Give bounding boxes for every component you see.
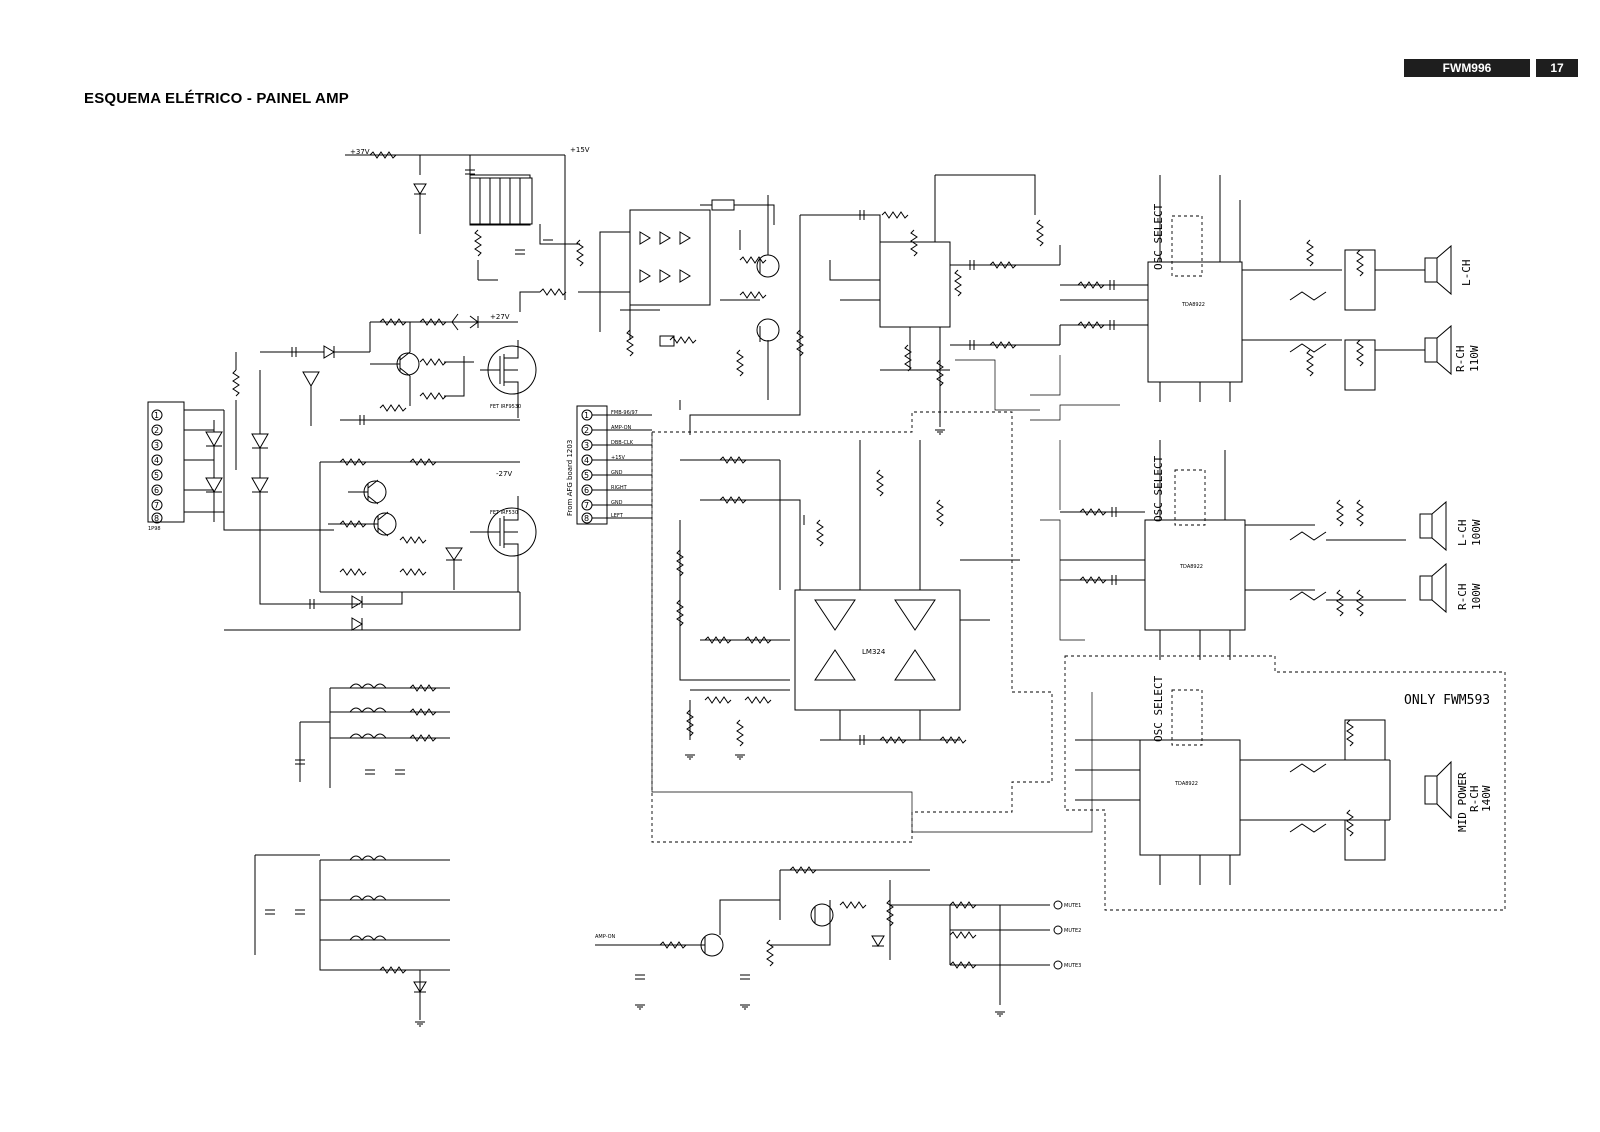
model-badge: FWM996 <box>1404 59 1530 77</box>
amp-ic-mid-label: TDA8922 <box>1179 564 1203 570</box>
main-pin-8: 8 <box>154 514 159 523</box>
speaker-bot-label: MID POWER <box>1456 772 1469 832</box>
speaker-icon <box>1424 324 1452 376</box>
afg-signal-6: RIGHT <box>611 485 628 491</box>
afg-signal-2: AMP-ON <box>611 425 632 431</box>
amp-ic-bottom <box>1139 739 1241 856</box>
afg-signal-4: +15V <box>611 455 626 461</box>
afg-connector-section: 1 2 3 4 5 6 7 8 FMB-96/97 AMP-ON DBB-CLK… <box>566 405 652 525</box>
speaker-mid-l-label: L-CH <box>1456 520 1469 547</box>
main-pin-5: 5 <box>154 471 159 480</box>
supply-minus27: -27V <box>496 470 512 478</box>
speaker-mid-r-power: 100W <box>1470 583 1483 610</box>
speaker-icon <box>1424 760 1452 820</box>
afg-signal-3: DBB-CLK <box>611 440 634 446</box>
output-mute1: MUTE1 <box>1064 903 1081 909</box>
main-pin-1: 1 <box>154 411 159 420</box>
afg-signal-5: GND <box>611 470 623 476</box>
amp-ic-top-label: TDA8922 <box>1181 302 1205 308</box>
supply-plus15-top: +15V <box>570 146 590 154</box>
afg-caption: From AFG board 1203 <box>566 440 574 516</box>
mute-driver-section: AMP-ON MUTE1 MUTE2 MUTE3 <box>595 866 1081 1017</box>
amp-block-bottom: ONLY FWM593 TDA8922 OSC SELECT MID POWER… <box>1064 655 1506 911</box>
speaker-icon <box>1424 244 1452 296</box>
speaker-icon <box>1419 500 1447 552</box>
main-pin-2: 2 <box>154 426 159 435</box>
power-supply-section: 1 2 3 4 5 6 7 8 1P98 +27V <box>147 313 537 631</box>
afg-pin-7: 7 <box>584 501 589 510</box>
speaker-top-l-label: L-CH <box>1460 260 1473 287</box>
main-pin-7: 7 <box>154 501 159 510</box>
osc-select-bottom: OSC SELECT <box>1152 675 1165 742</box>
afg-pin-5: 5 <box>584 471 589 480</box>
lm324-section: LM324 <box>651 411 1053 843</box>
osc-select-top: OSC SELECT <box>1152 203 1165 270</box>
main-connector <box>147 401 185 523</box>
main-pin-4: 4 <box>154 456 159 465</box>
amp-block-mid: TDA8922 OSC SELECT L-CH 100W R-CH 100W <box>1060 440 1483 660</box>
afg-pin-4: 4 <box>584 456 589 465</box>
page-title: ESQUEMA ELÉTRICO - PAINEL AMP <box>84 90 349 107</box>
speaker-bot-sub: R-CH <box>1468 786 1481 813</box>
afg-signal-7: GND <box>611 500 623 506</box>
interconnect-wires <box>651 355 1120 833</box>
speaker-bot-power: 140W <box>1480 785 1493 812</box>
speaker-icon <box>1419 562 1447 614</box>
supply-filter-section <box>254 683 450 1027</box>
amp-block-top: TDA8922 OSC SELECT L-CH R-CH 110W <box>1060 175 1481 402</box>
lm324-chip <box>794 589 961 711</box>
afg-signal-8: LEFT <box>611 513 624 519</box>
afg-pin-2: 2 <box>584 426 589 435</box>
supply-plus37: +37V <box>350 148 370 156</box>
lm324-label: LM324 <box>862 648 886 656</box>
afg-pin-8: 8 <box>584 514 589 523</box>
only-fwm593-label: ONLY FWM593 <box>1404 693 1490 708</box>
afg-pin-3: 3 <box>584 441 589 450</box>
mute-control-section: +37V +15V <box>345 146 658 332</box>
preamp-top-section <box>689 174 1061 435</box>
main-connector-ref: 1P98 <box>148 526 161 532</box>
oscillator-section <box>620 195 780 410</box>
supply-plus27: +27V <box>490 313 510 321</box>
output-mute2: MUTE2 <box>1064 928 1081 934</box>
main-pin-3: 3 <box>154 441 159 450</box>
speaker-top-r-label: R-CH <box>1454 346 1467 373</box>
output-mute3: MUTE3 <box>1064 963 1081 969</box>
main-pin-6: 6 <box>154 486 159 495</box>
afg-signal-1: FMB-96/97 <box>611 410 638 416</box>
amp-on-label: AMP-ON <box>595 934 616 940</box>
afg-pin-1: 1 <box>584 411 589 420</box>
fet-neg-label: FET IRF530 <box>490 510 518 516</box>
speaker-mid-r-label: R-CH <box>1456 584 1469 611</box>
osc-select-mid: OSC SELECT <box>1152 455 1165 522</box>
amp-ic-top <box>1147 261 1243 383</box>
speaker-top-r-power: 110W <box>1468 345 1481 372</box>
amp-ic-bottom-label: TDA8922 <box>1174 781 1198 787</box>
amp-ic-mid <box>1144 519 1246 631</box>
fet-pos-label: FET IRF9530 <box>490 404 521 410</box>
afg-pin-6: 6 <box>584 486 589 495</box>
speaker-mid-l-power: 100W <box>1470 519 1483 546</box>
page-number: 17 <box>1536 59 1578 77</box>
main-connector-pins: 1 2 3 4 5 6 7 8 <box>151 409 163 524</box>
